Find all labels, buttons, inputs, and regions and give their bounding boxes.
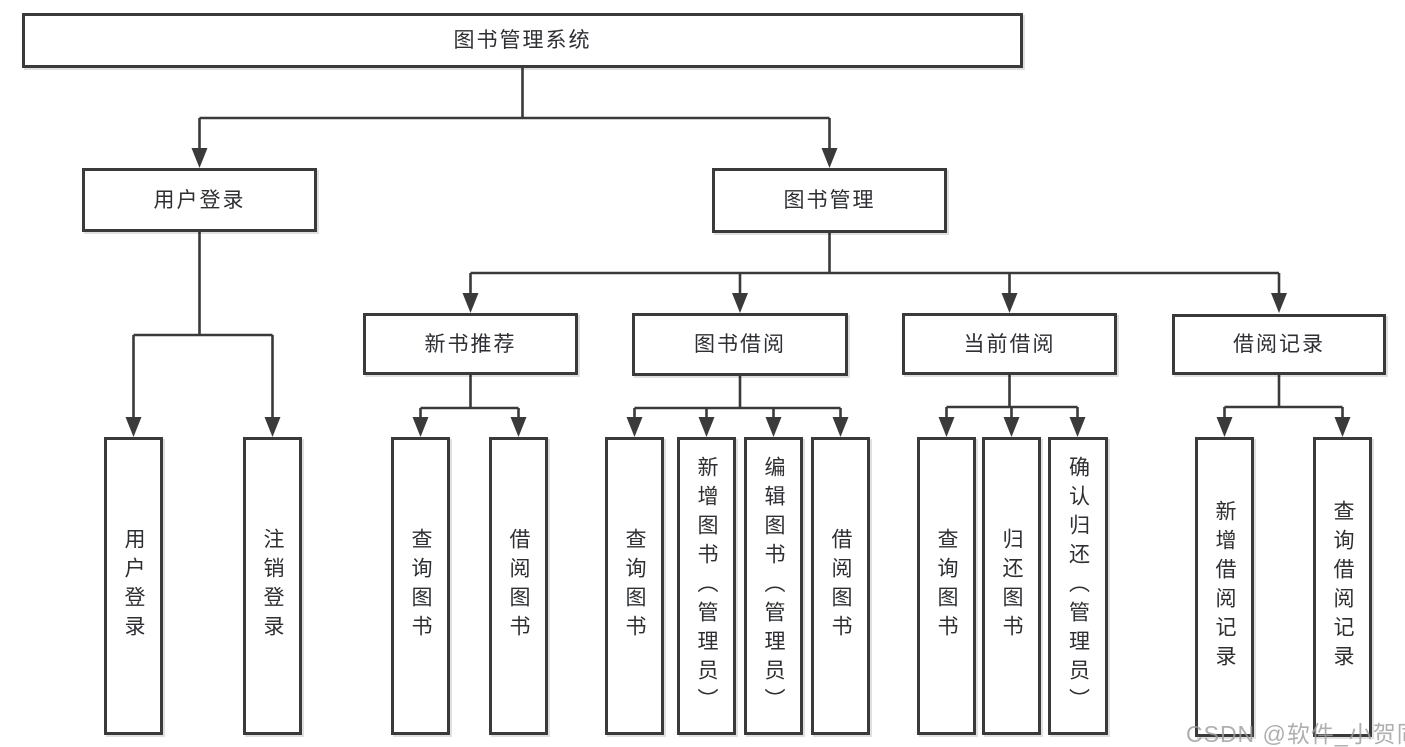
node-user-login: 用户登录 — [82, 168, 317, 232]
leaf-logout-label: 注销登录 — [261, 528, 284, 644]
leaf-add-book-admin: 新增图书（管理员） — [677, 437, 736, 735]
node-new-book-recommendation-label: 新书推荐 — [424, 332, 517, 356]
leaf-logout: 注销登录 — [243, 437, 302, 735]
node-borrowing-records-label: 借阅记录 — [1233, 333, 1325, 356]
leaf-add-borrow-record: 新增借阅记录 — [1195, 437, 1254, 737]
node-borrowing-records: 借阅记录 — [1172, 314, 1386, 375]
node-book-borrowing-label: 图书借阅 — [694, 333, 786, 356]
leaf-confirm-return-admin: 确认归还（管理员） — [1048, 437, 1108, 735]
leaf-borrow-books-recommend-label: 借阅图书 — [507, 528, 530, 644]
leaf-return-book: 归还图书 — [982, 437, 1041, 735]
node-book-borrowing: 图书借阅 — [632, 313, 848, 376]
node-root-system: 图书管理系统 — [22, 13, 1023, 68]
node-book-management: 图书管理 — [712, 168, 947, 233]
csdn-watermark: CSDN @软件_小贺同学 — [1186, 721, 1405, 747]
leaf-user-login-label: 用户登录 — [122, 528, 145, 644]
leaf-borrow-books-borrowing: 借阅图书 — [811, 437, 870, 735]
node-root-system-label: 图书管理系统 — [453, 29, 592, 52]
leaf-add-borrow-record-label: 新增借阅记录 — [1213, 500, 1236, 674]
node-user-login-label: 用户登录 — [153, 188, 246, 212]
leaf-add-book-admin-label: 新增图书（管理员） — [695, 455, 718, 717]
leaf-query-borrow-record-label: 查询借阅记录 — [1331, 500, 1354, 674]
leaf-edit-book-admin-label: 编辑图书（管理员） — [762, 455, 785, 717]
leaf-confirm-return-admin-label: 确认归还（管理员） — [1066, 455, 1090, 717]
leaf-query-borrow-record: 查询借阅记录 — [1313, 437, 1372, 737]
node-new-book-recommendation: 新书推荐 — [363, 313, 578, 375]
leaf-query-books-recommend-label: 查询图书 — [409, 528, 432, 644]
leaf-return-book-label: 归还图书 — [1000, 528, 1023, 644]
arrowheads — [125, 148, 1351, 437]
leaf-query-books-recommend: 查询图书 — [391, 437, 450, 735]
node-book-management-label: 图书管理 — [783, 189, 876, 212]
leaf-borrow-books-borrowing-label: 借阅图书 — [829, 528, 852, 644]
leaf-query-books-current: 查询图书 — [917, 437, 976, 735]
leaf-borrow-books-recommend: 借阅图书 — [489, 437, 548, 735]
leaf-query-books-borrowing-label: 查询图书 — [623, 528, 646, 644]
leaf-edit-book-admin: 编辑图书（管理员） — [744, 437, 803, 735]
leaf-user-login: 用户登录 — [104, 437, 163, 735]
leaf-query-books-current-label: 查询图书 — [935, 528, 958, 644]
node-current-borrowing: 当前借阅 — [902, 313, 1117, 375]
leaf-query-books-borrowing: 查询图书 — [605, 437, 664, 735]
node-current-borrowing-label: 当前借阅 — [963, 332, 1056, 356]
